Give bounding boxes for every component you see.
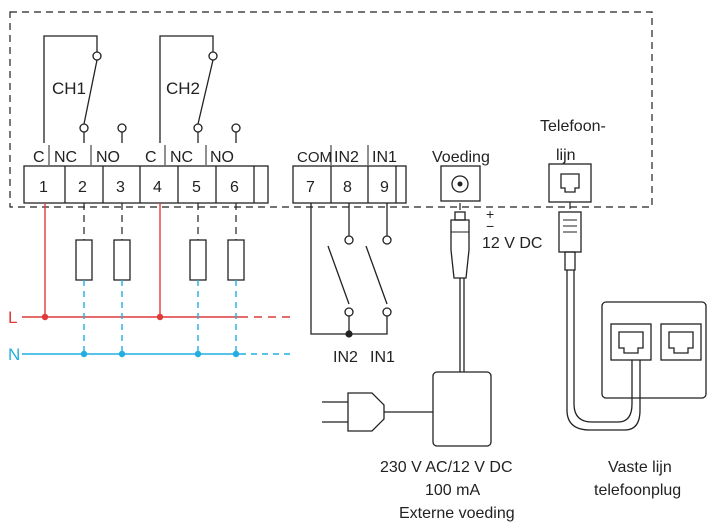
input-label-in2: IN2 bbox=[334, 149, 359, 166]
power-socket bbox=[440, 165, 481, 202]
load-2 bbox=[75, 203, 93, 358]
relay-ch2-label: CH2 bbox=[166, 79, 200, 98]
terminal-8: 8 bbox=[343, 179, 352, 196]
phone-cable bbox=[558, 202, 641, 431]
adapter-current: 100 mA bbox=[425, 482, 480, 499]
phone-label-2: lijn bbox=[556, 147, 576, 164]
wall-plug bbox=[322, 392, 433, 432]
terminal-9: 9 bbox=[380, 179, 389, 196]
terminal-block-relays bbox=[23, 165, 269, 204]
switch-label-in2: IN2 bbox=[333, 349, 358, 366]
terminal-4: 4 bbox=[153, 179, 162, 196]
terminal-5: 5 bbox=[192, 179, 201, 196]
terminal-1: 1 bbox=[39, 179, 48, 196]
load-5 bbox=[189, 203, 207, 358]
terminal-7: 7 bbox=[306, 179, 315, 196]
power-adapter bbox=[432, 371, 492, 447]
device-enclosure bbox=[9, 11, 653, 208]
input-switches bbox=[310, 203, 392, 338]
adapter-spec: 230 V AC/12 V DC bbox=[380, 459, 513, 476]
relay-ch1 bbox=[43, 35, 127, 143]
contact-label-c2: C bbox=[145, 149, 157, 166]
power-cable bbox=[450, 203, 470, 372]
power-plus: + bbox=[486, 206, 494, 222]
contact-label-nc2: NC bbox=[170, 149, 193, 166]
power-label: Voeding bbox=[432, 149, 490, 166]
load-3 bbox=[113, 203, 131, 358]
phone-label-1: Telefoon- bbox=[540, 118, 606, 135]
wall-socket-label-2: telefoonplug bbox=[594, 482, 681, 499]
input-label-in1: IN1 bbox=[372, 149, 397, 166]
relay-ch1-label: CH1 bbox=[52, 79, 86, 98]
terminal-3: 3 bbox=[116, 179, 125, 196]
contact-label-nc1: NC bbox=[54, 149, 77, 166]
contact-label-c1: C bbox=[33, 149, 45, 166]
switch-label-in1: IN1 bbox=[370, 349, 395, 366]
input-label-com: COM bbox=[297, 149, 332, 166]
contact-label-no1: NO bbox=[96, 149, 120, 166]
wall-phone-socket bbox=[601, 301, 707, 399]
adapter-description: Externe voeding bbox=[399, 505, 515, 522]
terminal-6: 6 bbox=[230, 179, 239, 196]
relay-ch2 bbox=[159, 35, 241, 143]
contact-label-no2: NO bbox=[210, 149, 234, 166]
terminal-2: 2 bbox=[78, 179, 87, 196]
line-n-label: N bbox=[8, 345, 20, 364]
power-minus: − bbox=[486, 218, 494, 234]
power-dc-label: 12 V DC bbox=[482, 235, 542, 252]
line-l-label: L bbox=[8, 308, 17, 327]
wall-socket-label-1: Vaste lijn bbox=[608, 459, 672, 476]
phone-socket bbox=[548, 163, 592, 203]
load-6 bbox=[227, 203, 245, 358]
